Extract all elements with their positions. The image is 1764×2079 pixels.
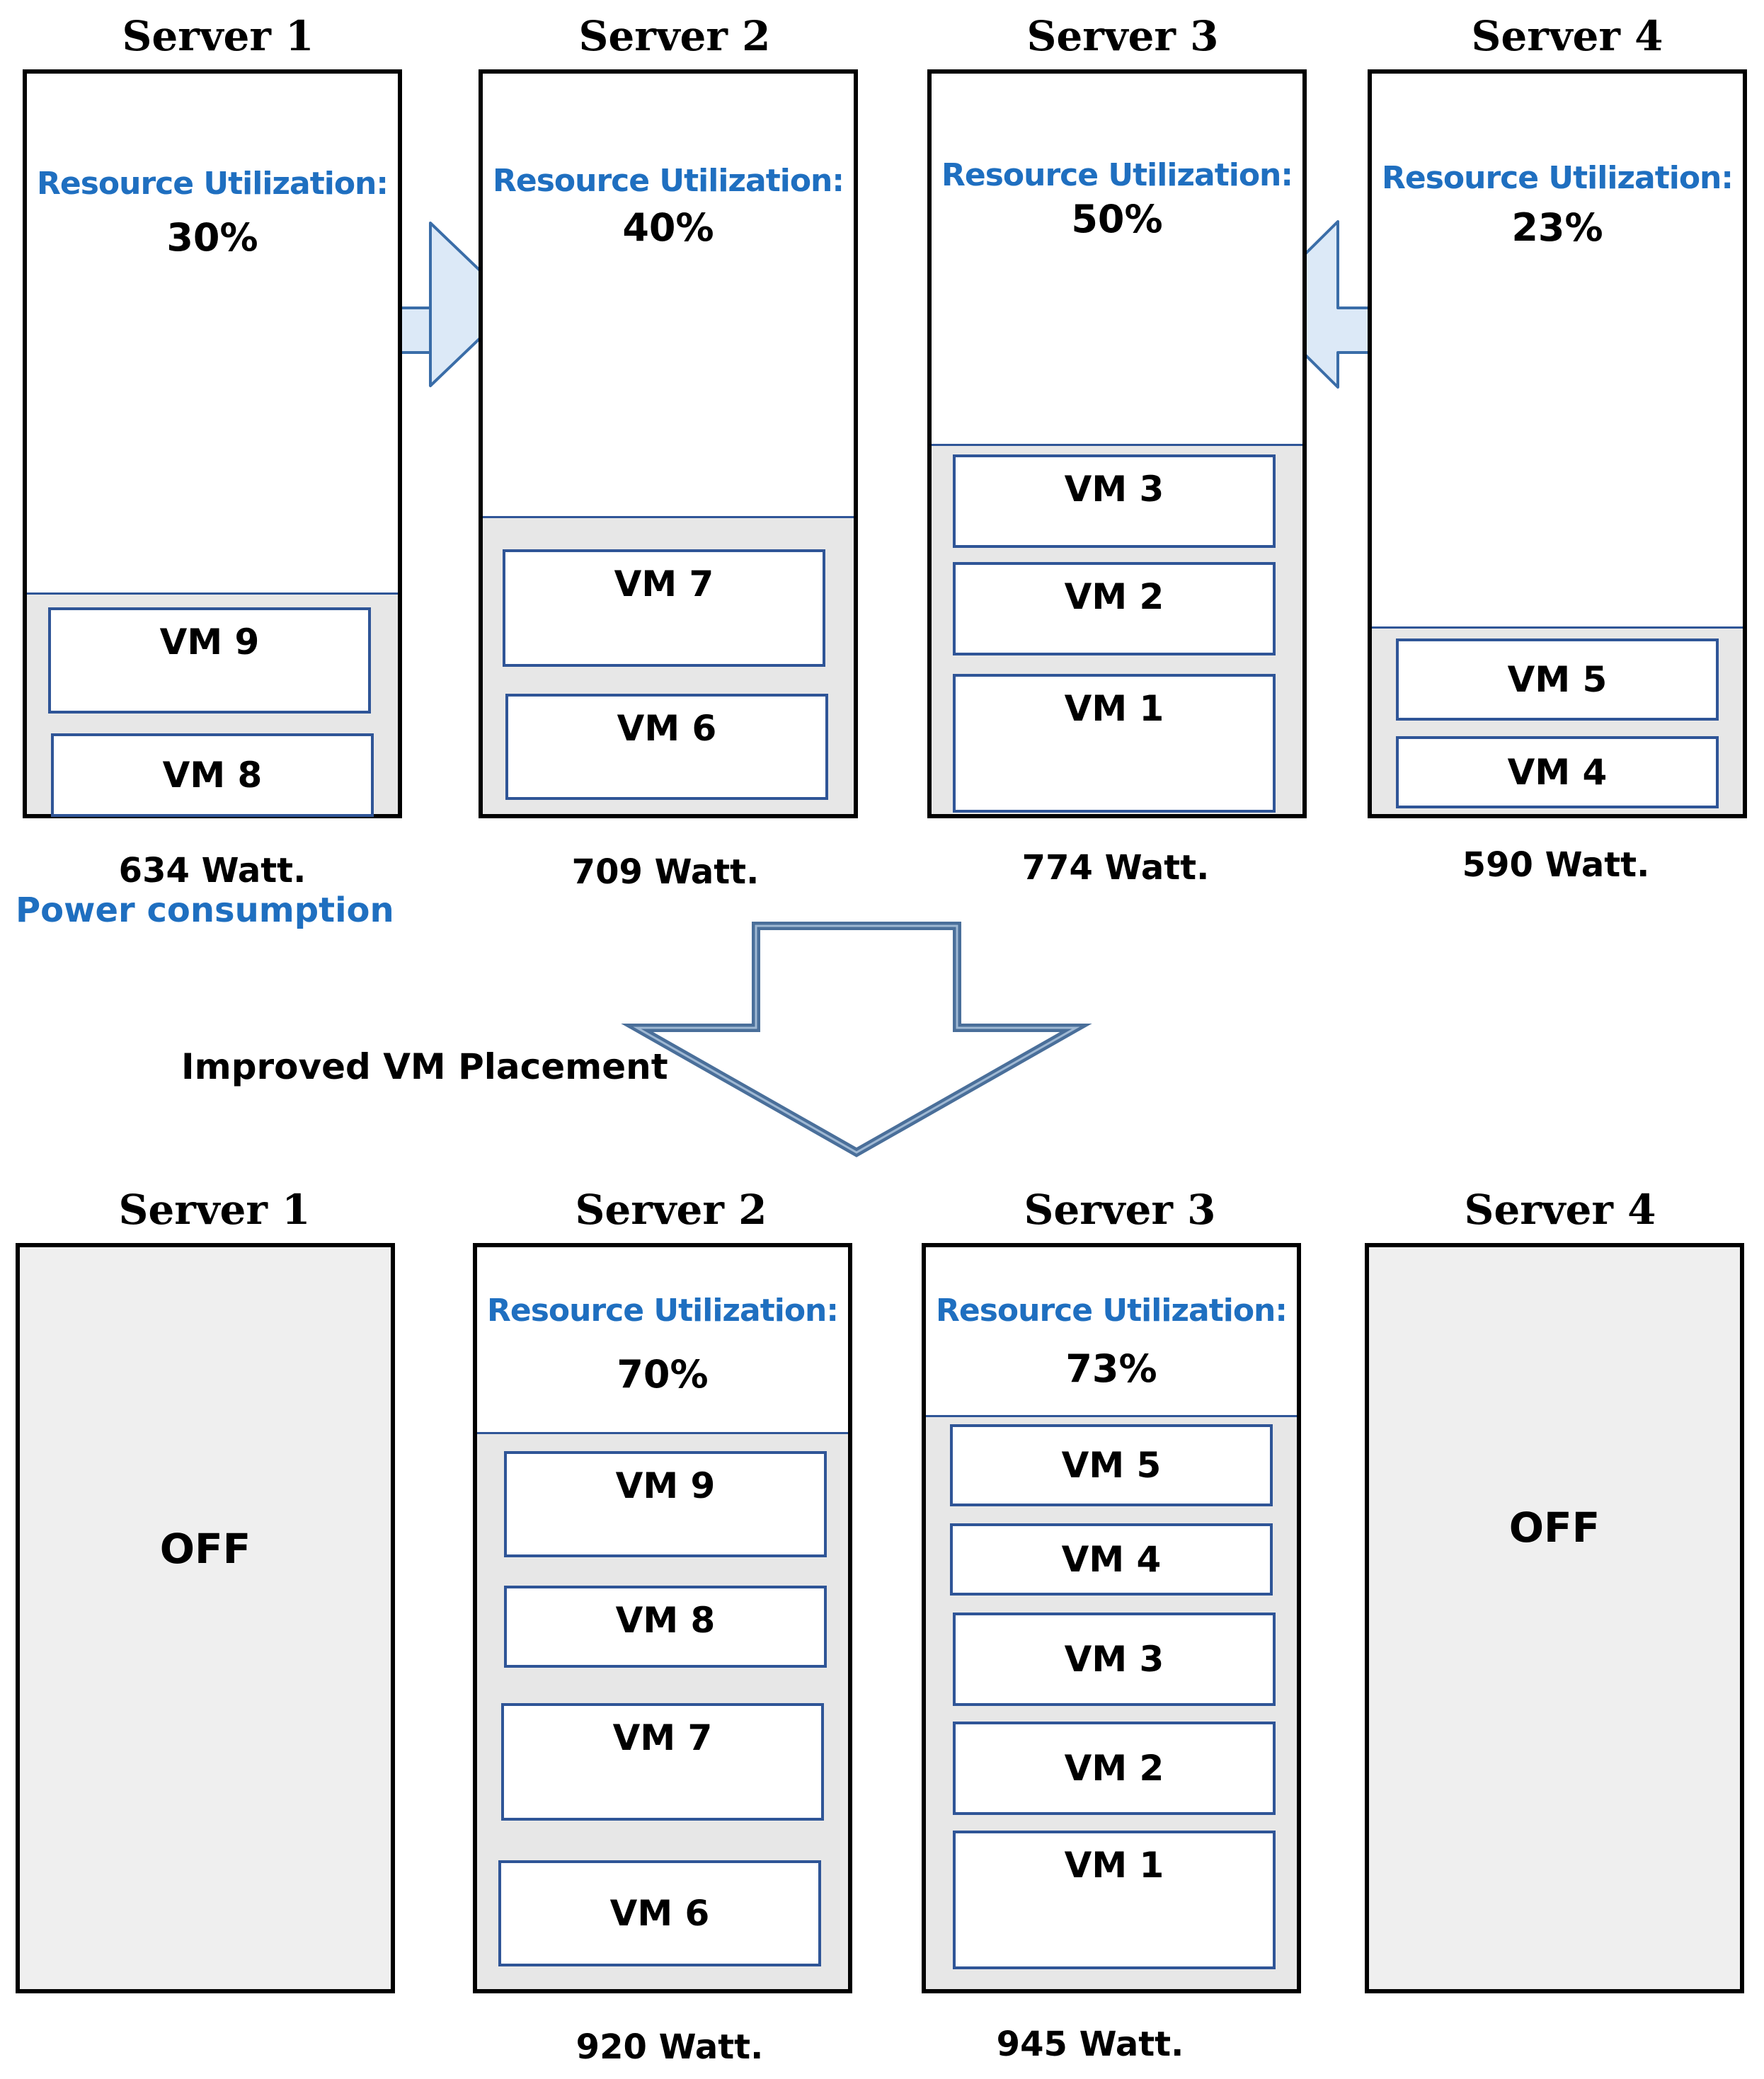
vm-box: VM 6 (498, 1860, 821, 1966)
after-server3-ru-label: Resource Utilization: (936, 1293, 1288, 1329)
after-server2-vm-area: VM 9 VM 8 VM 7 VM 6 (477, 1432, 848, 1989)
vm-box: VM 2 (953, 1722, 1276, 1815)
after-server3-vm-area: VM 5 VM 4 VM 3 VM 2 VM 1 (926, 1415, 1297, 1989)
before-server1-ru-value: 30% (166, 215, 258, 260)
vm-box: VM 3 (953, 1613, 1276, 1706)
after-server4-box: OFF (1365, 1243, 1744, 1993)
before-server2-title: Server 2 (578, 12, 771, 60)
before-server4-title: Server 4 (1471, 12, 1663, 60)
before-server3-vm-area: VM 3 VM 2 VM 1 (932, 444, 1302, 814)
after-server1-title: Server 1 (118, 1186, 311, 1234)
after-server3-box: Resource Utilization: 73% VM 5 VM 4 VM 3… (922, 1243, 1301, 1993)
before-server2-box: Resource Utilization: 40% VM 7 VM 6 (479, 69, 858, 818)
before-server2-ru-value: 40% (622, 205, 714, 250)
vm-box: VM 1 (953, 1831, 1276, 1969)
after-server1-box: OFF (16, 1243, 395, 1993)
before-server3-ru-label: Resource Utilization: (941, 157, 1293, 193)
before-server4-watt: 590 Watt. (1462, 845, 1650, 885)
after-server2-ru-label: Resource Utilization: (487, 1293, 839, 1329)
vm-box: VM 9 (48, 607, 371, 714)
before-server2-watt: 709 Watt. (571, 852, 760, 892)
before-server3-box: Resource Utilization: 50% VM 3 VM 2 VM 1 (927, 69, 1307, 818)
before-server1-vm-area: VM 9 VM 8 (27, 592, 398, 817)
vm-box: VM 7 (503, 549, 825, 667)
vm-box: VM 4 (1396, 736, 1719, 808)
vm-box: VM 8 (51, 733, 374, 817)
before-server4-ru-value: 23% (1511, 205, 1603, 250)
before-server2-vm-area: VM 7 VM 6 (483, 516, 854, 814)
vm-box: VM 9 (504, 1451, 827, 1557)
after-server3-ru-value: 73% (1065, 1346, 1157, 1391)
vm-box: VM 3 (953, 454, 1276, 548)
before-server1-watt: 634 Watt. (118, 851, 307, 890)
vm-box: VM 1 (953, 674, 1276, 813)
after-server4-title: Server 4 (1464, 1186, 1656, 1234)
after-server2-ru-value: 70% (617, 1352, 709, 1397)
vm-box: VM 6 (505, 694, 828, 800)
before-server4-ru-label: Resource Utilization: (1382, 160, 1734, 196)
before-server3-title: Server 3 (1026, 12, 1219, 60)
after-server1-status: OFF (159, 1525, 251, 1573)
before-server3-watt: 774 Watt. (1021, 848, 1210, 888)
vm-box: VM 8 (504, 1586, 827, 1668)
before-server4-vm-area: VM 5 VM 4 (1372, 626, 1743, 814)
before-server2-ru-label: Resource Utilization: (493, 163, 844, 199)
before-server1-box: Resource Utilization: 30% VM 9 VM 8 (23, 69, 402, 818)
after-server4-status: OFF (1508, 1504, 1600, 1552)
vm-box: VM 5 (950, 1424, 1273, 1506)
after-server3-title: Server 3 (1024, 1186, 1216, 1234)
vm-box: VM 4 (950, 1523, 1273, 1596)
before-server1-ru-label: Resource Utilization: (37, 166, 389, 202)
improved-placement-down-arrow (621, 922, 1092, 1157)
after-server3-watt: 945 Watt. (996, 2024, 1184, 2064)
after-server2-title: Server 2 (575, 1186, 767, 1234)
after-server2-box: Resource Utilization: 70% VM 9 VM 8 VM 7… (473, 1243, 852, 1993)
power-consumption-label: Power consumption (16, 890, 394, 930)
before-server1-title: Server 1 (122, 12, 314, 60)
before-server3-ru-value: 50% (1071, 197, 1163, 241)
before-server4-box: Resource Utilization: 23% VM 5 VM 4 (1368, 69, 1747, 818)
improved-vm-placement-label: Improved VM Placement (181, 1046, 668, 1087)
after-server2-watt: 920 Watt. (575, 2027, 764, 2067)
vm-box: VM 2 (953, 562, 1276, 655)
vm-box: VM 5 (1396, 638, 1719, 721)
vm-box: VM 7 (501, 1703, 824, 1821)
